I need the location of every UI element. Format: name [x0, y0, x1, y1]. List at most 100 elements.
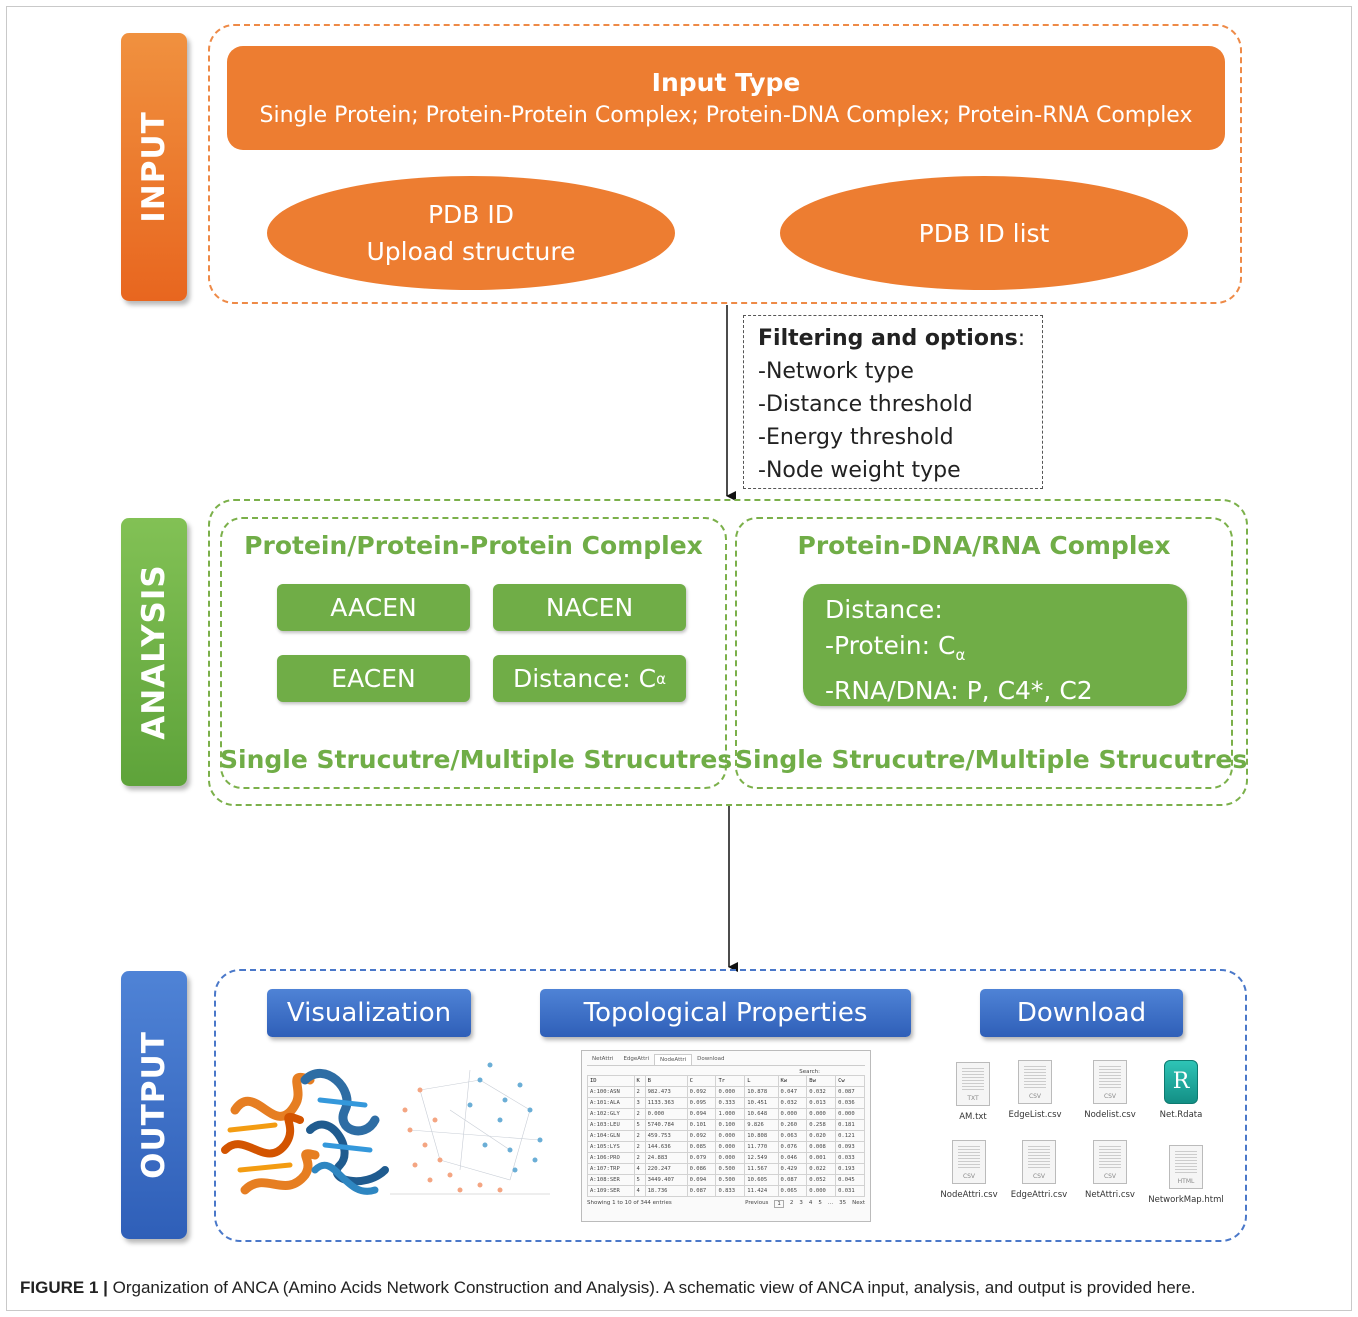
table-cell: 0.000 [835, 1108, 865, 1120]
figure-caption: FIGURE 1 | Organization of ANCA (Amino A… [20, 1278, 1196, 1298]
analysis-stage-label: ANALYSIS [121, 518, 187, 786]
tab-nodeattri: NodeAttri [654, 1054, 693, 1065]
table-cell: 0.032 [777, 1097, 808, 1109]
table-cell: 0.121 [835, 1130, 865, 1142]
table-cell: 3449.407 [644, 1174, 688, 1186]
table-cell: 0.833 [715, 1185, 746, 1197]
table-cell: 0.092 [686, 1130, 717, 1142]
table-cell: 11.567 [744, 1163, 779, 1175]
table-cell: 11.770 [744, 1141, 779, 1153]
table-cell: 0.013 [806, 1097, 837, 1109]
file-name: Nodelist.csv [1084, 1110, 1136, 1120]
pager-item: 35 [839, 1200, 847, 1206]
pager-item: 4 [808, 1200, 813, 1206]
table-cell: 24.883 [644, 1152, 688, 1164]
table-header-cell: C [686, 1075, 717, 1087]
table-cell: A:103:LEU [587, 1119, 635, 1131]
input-section [208, 24, 1242, 304]
file-type-tag: CSV [1103, 1093, 1117, 1100]
table-cell: 0.094 [686, 1108, 717, 1120]
table-cell: 1133.363 [644, 1097, 688, 1109]
protein-dna-rna-title: Protein-DNA/RNA Complex [797, 531, 1171, 560]
r-logo-icon: R [1172, 1069, 1190, 1094]
table-cell: 0.333 [715, 1097, 746, 1109]
filter-option: -Network type [758, 359, 914, 384]
table-cell: 0.045 [835, 1174, 865, 1186]
pdb-id-label: PDB ID [427, 200, 515, 229]
table-cell: 0.086 [686, 1163, 717, 1175]
table-cell: 0.087 [835, 1086, 865, 1098]
table-cell: A:100:ASN [587, 1086, 635, 1098]
distance-label: Distance: [825, 595, 943, 624]
eacen-box: EACEN [277, 655, 470, 702]
table-cell: 4 [633, 1163, 646, 1175]
table-cell: 2 [633, 1152, 646, 1164]
table-cell: 0.094 [686, 1174, 717, 1186]
file-name: NetworkMap.html [1148, 1195, 1224, 1205]
table-header-cell: K [633, 1075, 646, 1087]
table-cell: 0.036 [835, 1097, 865, 1109]
table-cell: 10.878 [744, 1086, 779, 1098]
table-cell: 0.032 [806, 1086, 837, 1098]
file-type-tag: CSV [1032, 1173, 1046, 1180]
table-cell: 459.753 [644, 1130, 688, 1142]
table-cell: 5740.784 [644, 1119, 688, 1131]
table-cell: 0.093 [835, 1141, 865, 1153]
table-cell: 5 [633, 1119, 646, 1131]
table-cell: 0.000 [715, 1141, 746, 1153]
file-item: CSV EdgeList.csv [995, 1060, 1075, 1120]
pager-item: 2 [789, 1200, 794, 1206]
table-cell: 0.087 [686, 1185, 717, 1197]
table-cell: 0.000 [715, 1152, 746, 1164]
table-cell: 0.500 [715, 1174, 746, 1186]
table-cell: 0.022 [806, 1163, 837, 1175]
table-cell: A:102:GLY [587, 1108, 635, 1120]
file-item: CSV NodeAttri.csv [929, 1140, 1009, 1200]
table-cell: 2 [633, 1130, 646, 1142]
file-name: EdgeList.csv [1008, 1110, 1062, 1120]
table-cell: 220.247 [644, 1163, 688, 1175]
pager-item: ... [827, 1200, 834, 1206]
pdb-id-list-ellipse: PDB ID list [780, 176, 1188, 290]
file-name: NetAttri.csv [1085, 1190, 1135, 1200]
output-section [214, 969, 1247, 1242]
table-cell: 12.549 [744, 1152, 779, 1164]
table-info: Showing 1 to 10 of 344 entries [587, 1200, 672, 1206]
file-icon: CSV [1022, 1140, 1056, 1184]
pager-item: 5 [818, 1200, 822, 1206]
protein-structure-image [221, 1069, 389, 1195]
visualization-button: Visualization [267, 989, 471, 1037]
table-cell: 0.092 [686, 1086, 717, 1098]
table-header-cell: Cw [835, 1075, 865, 1087]
protein-dna-rna-panel [735, 517, 1233, 789]
table-cell: 11.424 [744, 1185, 779, 1197]
table-cell: 0.000 [715, 1130, 746, 1142]
table-cell: 0.085 [686, 1141, 717, 1153]
table-cell: 0.193 [835, 1163, 865, 1175]
figure-label: FIGURE 1 | [20, 1278, 108, 1297]
table-cell: 0.095 [686, 1097, 717, 1109]
file-type-tag: TXT [967, 1095, 979, 1102]
file-name: NodeAttri.csv [940, 1190, 998, 1200]
rna-dna-atoms-label: -RNA/DNA: P, C4*, C2 [825, 676, 1093, 705]
table-cell: A:104:GLN [587, 1130, 635, 1142]
file-type-tag: CSV [1028, 1093, 1042, 1100]
filtering-title: Filtering and options [758, 326, 1018, 351]
table-cell: 2 [633, 1086, 646, 1098]
file-icon: CSV [952, 1140, 986, 1184]
tab-edgeattri: EdgeAttri [623, 1056, 650, 1062]
table-cell: 3 [633, 1097, 646, 1109]
input-type-list: Single Protein; Protein-Protein Complex;… [259, 103, 1193, 128]
analysis-section [208, 499, 1248, 806]
